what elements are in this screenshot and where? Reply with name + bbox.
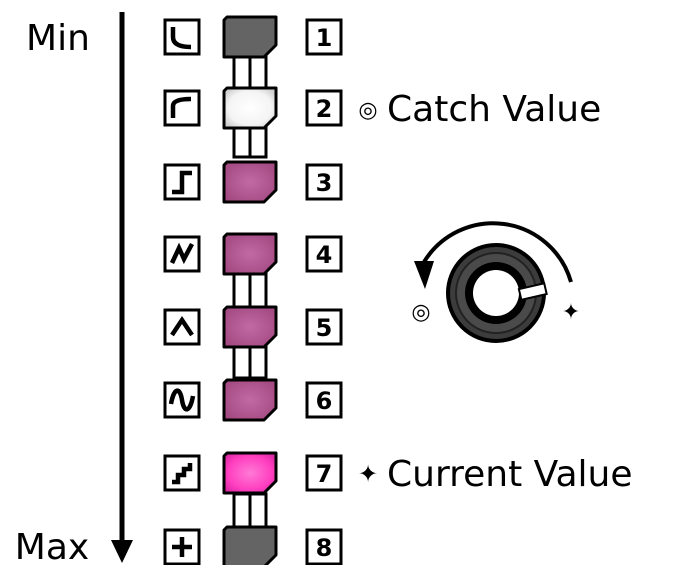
- row-number: 6: [316, 387, 333, 415]
- number-box: [305, 89, 343, 127]
- row-8: 8: [163, 525, 343, 565]
- number-box: [305, 454, 343, 492]
- max-label: Max: [15, 527, 89, 565]
- row-5: 5: [163, 305, 343, 349]
- number-box: [305, 163, 343, 201]
- row-2: 2: [163, 86, 343, 130]
- curve-random-icon: [169, 242, 194, 265]
- curve-sine-icon: [168, 388, 196, 412]
- row-number: 5: [316, 314, 333, 342]
- curve-icon-box[interactable]: [163, 163, 201, 201]
- min-max-arrow: [111, 12, 133, 563]
- curve-icon-box[interactable]: [163, 235, 201, 273]
- number-box: [305, 528, 343, 565]
- slot-box: [222, 160, 278, 204]
- row-number: 7: [316, 460, 333, 488]
- curve-icon-box[interactable]: [163, 89, 201, 127]
- curve-icon-box[interactable]: [163, 381, 201, 419]
- row-3: 3: [163, 160, 343, 204]
- curve-step-icon: [172, 170, 192, 195]
- row-number: 2: [316, 95, 333, 123]
- number-box: [305, 18, 343, 56]
- current-value-label: Current Value: [387, 454, 633, 495]
- row-4: 4: [163, 232, 343, 276]
- catch-value-symbol: ◎: [358, 98, 377, 123]
- slot-box: [222, 451, 278, 495]
- min-label: Min: [26, 18, 90, 59]
- row-number: 1: [316, 24, 333, 52]
- curve-stairs-icon: [172, 463, 193, 485]
- knob-ccw-symbol: ◎: [411, 300, 430, 325]
- knob[interactable]: [446, 243, 548, 343]
- catch-value-label: Catch Value: [387, 89, 601, 130]
- current-value-symbol: ✦: [358, 460, 378, 488]
- row-6: 6: [163, 378, 343, 422]
- curve-plus-icon: [172, 537, 192, 557]
- row-number: 8: [316, 534, 333, 562]
- knob-indicator: [517, 282, 548, 302]
- slot-box: [222, 86, 278, 130]
- slot-box: [222, 305, 278, 349]
- number-box: [305, 308, 343, 346]
- curve-icon-box[interactable]: [163, 528, 201, 565]
- slot-box: [222, 525, 278, 565]
- slot-box: [222, 232, 278, 276]
- row-number: 4: [316, 241, 333, 269]
- curve-log-icon: [170, 27, 192, 50]
- knob-cw-symbol: ✦: [562, 300, 580, 325]
- curve-icon-box[interactable]: [163, 308, 201, 346]
- curve-exp-icon: [170, 96, 192, 118]
- row-number: 3: [316, 169, 333, 197]
- ccw-rotation-arrow: [422, 221, 573, 283]
- slot-box: [222, 378, 278, 422]
- curve-triangle-icon: [170, 315, 194, 337]
- number-box: [305, 235, 343, 273]
- curve-icon-box[interactable]: [163, 454, 201, 492]
- row-7: 7: [163, 451, 343, 495]
- number-box: [305, 381, 343, 419]
- ccw-arrowhead: [414, 261, 434, 289]
- slot-box: [222, 15, 278, 59]
- row-1: 1: [163, 15, 343, 59]
- curve-icon-box[interactable]: [163, 18, 201, 56]
- knob-group: ◎ ✦: [411, 221, 580, 343]
